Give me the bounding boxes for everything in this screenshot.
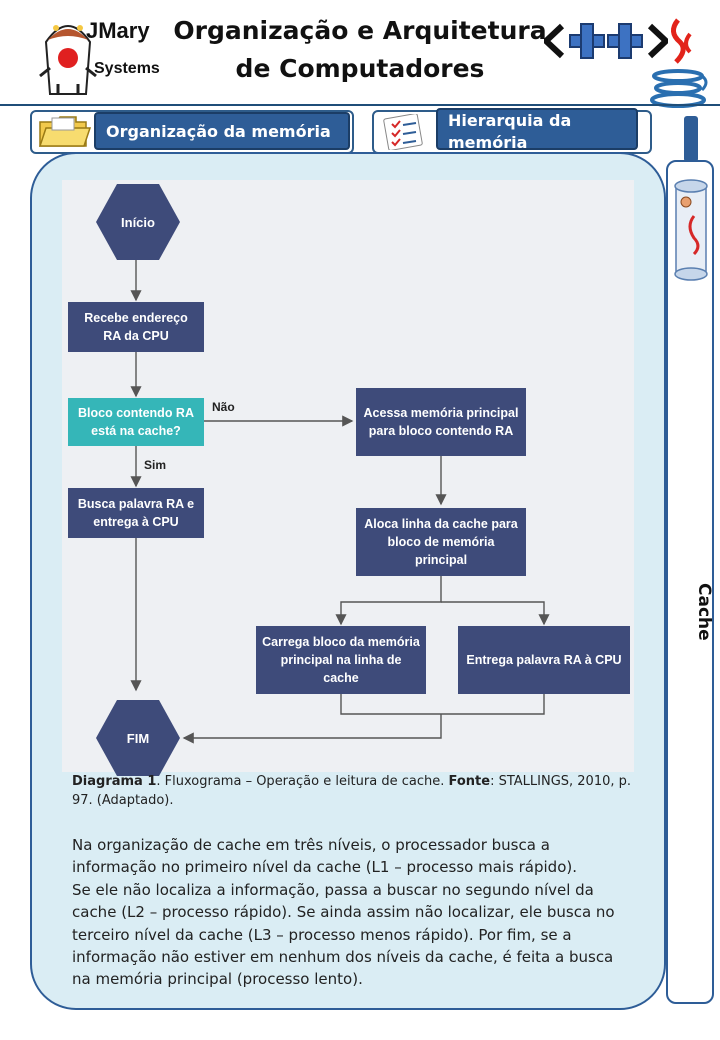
caption-label: Diagrama 1 (72, 774, 157, 789)
java-cup-icon (650, 18, 708, 108)
checklist-icon (383, 114, 423, 150)
folder-icon (38, 116, 92, 147)
sidebar-connector (684, 116, 698, 162)
logo-line1: JMary (86, 18, 150, 43)
paragraph-line-1: Na organização de cache em três níveis, … (72, 836, 578, 877)
tab-hierarquia-memoria-label: Hierarquia da memória (436, 108, 638, 152)
caption-text: . Fluxograma – Operação e leitura de cac… (156, 774, 449, 789)
duke-mascot-icon (39, 25, 97, 95)
flow-access-memory: Acessa memória principal para bloco cont… (356, 388, 526, 456)
tab-hierarquia-memoria[interactable]: Hierarquia da memória (372, 108, 652, 154)
flow-decision-in-cache: Bloco contendo RA está na cache? (68, 398, 204, 446)
flow-no-label: Não (212, 400, 235, 414)
paragraph-line-2: Se ele não localiza a informação, passa … (72, 880, 615, 989)
tab-organizacao-memoria[interactable]: Organização da memória (30, 110, 354, 154)
caption-source: : STALLINGS, 2010, p. 97. (Adaptado). (72, 774, 632, 808)
flow-receive-address: Recebe endereço RA da CPU (68, 302, 204, 352)
cpp-plus-icon (541, 23, 671, 59)
flow-end: FIM (96, 700, 180, 776)
title-line1: Organização e Arquitetura (173, 16, 547, 45)
diagram-caption: Diagrama 1. Fluxograma – Operação e leit… (72, 772, 642, 810)
page-title: Organização e Arquitetura de Computadore… (160, 12, 560, 88)
title-line2: de Computadores (235, 54, 485, 83)
flowchart: Início Recebe endereço RA da CPU Bloco c… (62, 180, 634, 776)
flowchart-connectors (130, 260, 550, 744)
flow-deliver-word: Entrega palavra RA à CPU (458, 626, 630, 694)
header-divider (0, 104, 720, 106)
flow-fetch-word: Busca palavra RA e entrega à CPU (68, 488, 204, 538)
scroll-icon (674, 179, 708, 281)
sidebar-title: Cache (694, 583, 714, 641)
logo-line2: Systems (94, 60, 160, 77)
logo: JMary Systems (36, 10, 166, 100)
body-paragraph: Na organização de cache em três níveis, … (72, 834, 632, 991)
sidebar-panel (666, 160, 714, 1004)
flow-allocate-line: Aloca linha da cache para bloco de memór… (356, 508, 526, 576)
flow-load-block: Carrega bloco da memória principal na li… (256, 626, 426, 694)
flow-yes-label: Sim (144, 458, 167, 472)
tab-organizacao-memoria-label: Organização da memória (94, 112, 350, 150)
flow-start: Início (96, 184, 180, 260)
cpp-badge (541, 20, 671, 62)
caption-source-label: Fonte (448, 774, 491, 789)
